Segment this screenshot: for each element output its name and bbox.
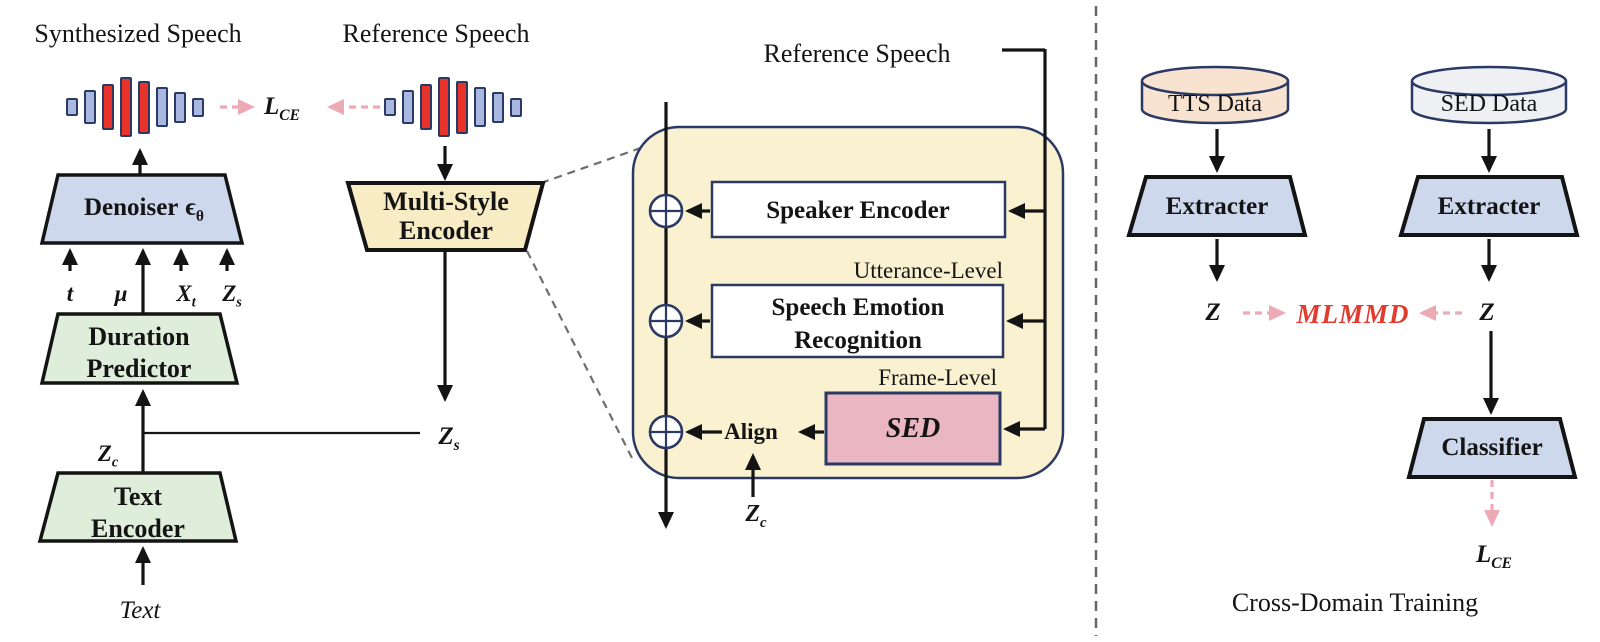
loss-ce-label-right: LCE bbox=[1476, 541, 1512, 572]
input-xt-label: Xt bbox=[176, 281, 196, 311]
reference-speech-title-middle: Reference Speech bbox=[763, 39, 951, 68]
extracter-right-trapezoid bbox=[1398, 175, 1580, 237]
tts-data-cylinder-lid bbox=[1140, 65, 1290, 97]
waveform-bar bbox=[84, 90, 96, 124]
classifier-trapezoid bbox=[1406, 417, 1578, 479]
zs-output-label: Zs bbox=[438, 423, 460, 454]
waveform-bar bbox=[102, 84, 114, 130]
waveform-bar bbox=[192, 97, 204, 117]
waveform-bar bbox=[474, 87, 486, 127]
tts-data-label: TTS Data bbox=[1168, 91, 1262, 117]
duration-predictor-label: Duration Predictor bbox=[86, 322, 192, 383]
waveform-bar bbox=[138, 80, 150, 134]
waveform-bar bbox=[510, 97, 522, 117]
z-left-label: Z bbox=[1205, 299, 1221, 326]
cross-domain-training-caption: Cross-Domain Training bbox=[1231, 588, 1479, 617]
reference-speech-title: Reference Speech bbox=[342, 19, 530, 48]
utterance-level-label: Utterance-Level bbox=[853, 258, 1003, 283]
waveform-icon-synthesized bbox=[66, 74, 204, 140]
input-mu-label: μ bbox=[114, 281, 128, 306]
synthesized-speech-title: Synthesized Speech bbox=[34, 19, 242, 48]
sed-label: SED bbox=[885, 413, 941, 444]
waveform-icon-reference bbox=[384, 74, 522, 140]
plus-cross-icon bbox=[650, 305, 682, 337]
speech-emotion-recognition-label: Speech Emotion Recognition bbox=[771, 294, 945, 354]
input-t-label: t bbox=[66, 281, 74, 306]
align-label: Align bbox=[724, 419, 778, 444]
extracter-left-trapezoid bbox=[1126, 175, 1308, 237]
duration-predictor-trapezoid bbox=[39, 312, 240, 385]
waveform-bar bbox=[156, 87, 168, 127]
waveform-bar bbox=[120, 77, 132, 137]
waveform-bar bbox=[174, 91, 186, 123]
waveform-bar bbox=[66, 98, 78, 116]
sed-data-label: SED Data bbox=[1440, 91, 1538, 117]
waveform-bar bbox=[456, 80, 468, 134]
speaker-encoder-label: Speaker Encoder bbox=[766, 197, 950, 224]
plus-cross-icon bbox=[650, 416, 682, 448]
text-encoder-label: Text Encoder bbox=[91, 482, 185, 543]
zc-label-middle: Zc bbox=[745, 501, 767, 531]
input-zs-label: Zs bbox=[222, 281, 242, 311]
waveform-bar bbox=[492, 91, 504, 123]
zc-label-left: Zc bbox=[97, 441, 119, 471]
multi-style-encoder-trapezoid bbox=[345, 181, 546, 252]
extracter-right-label: Extracter bbox=[1437, 193, 1541, 220]
z-right-label: Z bbox=[1479, 299, 1495, 326]
text-encoder-trapezoid bbox=[37, 471, 239, 543]
denoiser-trapezoid bbox=[39, 173, 245, 245]
expansion-dashed-line-bottom bbox=[526, 250, 634, 461]
speech-emotion-recognition-box bbox=[710, 283, 1005, 359]
frame-level-label: Frame-Level bbox=[878, 365, 997, 390]
mlmmd-label: MLMMD bbox=[1296, 299, 1410, 329]
extracter-left-label: Extracter bbox=[1165, 193, 1269, 220]
sed-data-cylinder-lid bbox=[1410, 65, 1568, 97]
sed-box bbox=[824, 391, 1002, 466]
speaker-encoder-box bbox=[710, 180, 1007, 239]
loss-ce-label-left: LCE bbox=[264, 93, 300, 124]
plus-cross-icon bbox=[650, 195, 682, 227]
waveform-bar bbox=[402, 90, 414, 124]
expansion-dashed-line-top bbox=[540, 142, 653, 185]
waveform-bar bbox=[420, 84, 432, 130]
waveform-bar bbox=[438, 77, 450, 137]
waveform-bar bbox=[384, 98, 396, 116]
text-input-label: Text bbox=[119, 597, 161, 624]
classifier-label: Classifier bbox=[1441, 434, 1543, 461]
